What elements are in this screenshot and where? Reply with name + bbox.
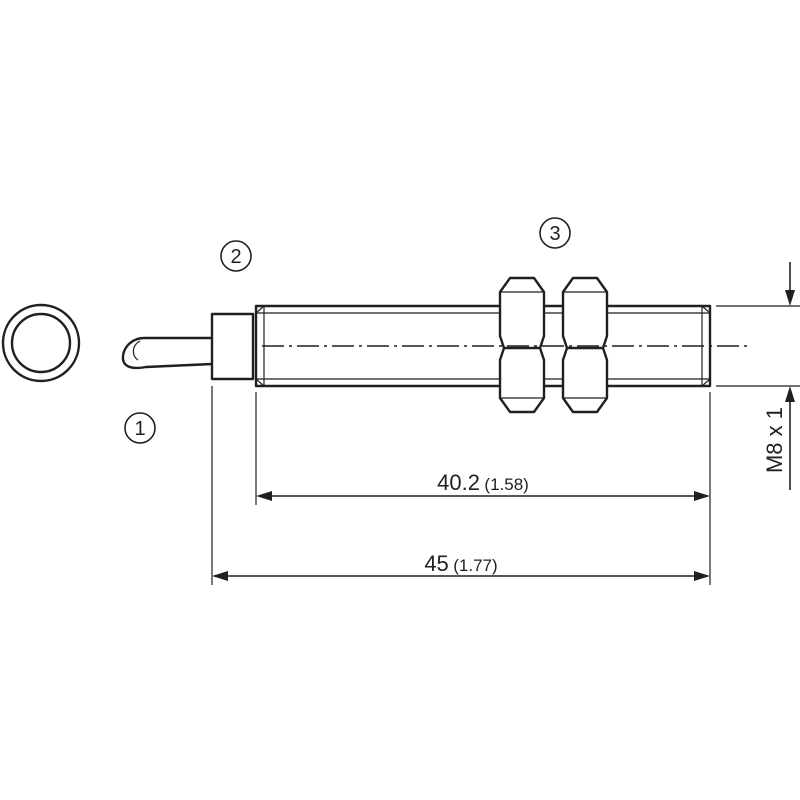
cable [121,336,213,370]
hex-nut-1 [498,276,546,414]
end-view-ring [1,303,81,383]
hex-nut-2 [561,276,609,414]
callout-3: 3 [539,217,571,249]
extension-lines [211,305,800,585]
dimension-thread-length: 40.2 (1.58) [256,470,710,501]
total-length-inch: (1.77) [453,556,497,575]
callout-2-label: 2 [230,246,241,268]
dimension-total-length: 45 (1.77) [212,551,710,581]
callout-1: 1 [124,412,156,444]
callout-1-label: 1 [134,418,145,440]
dimension-thread-size: M8 x 1 [762,262,795,490]
cable-sleeve [210,312,255,381]
thread-size-label: M8 x 1 [762,407,787,473]
callout-2: 2 [220,240,252,272]
callout-3-label: 3 [549,223,560,245]
total-length-value: 45 [424,551,448,576]
svg-text:40.2 (1.58): 40.2 (1.58) [437,470,529,495]
thread-length-value: 40.2 [437,470,480,495]
svg-text:45 (1.77): 45 (1.77) [424,551,497,576]
thread-length-inch: (1.58) [484,475,528,494]
